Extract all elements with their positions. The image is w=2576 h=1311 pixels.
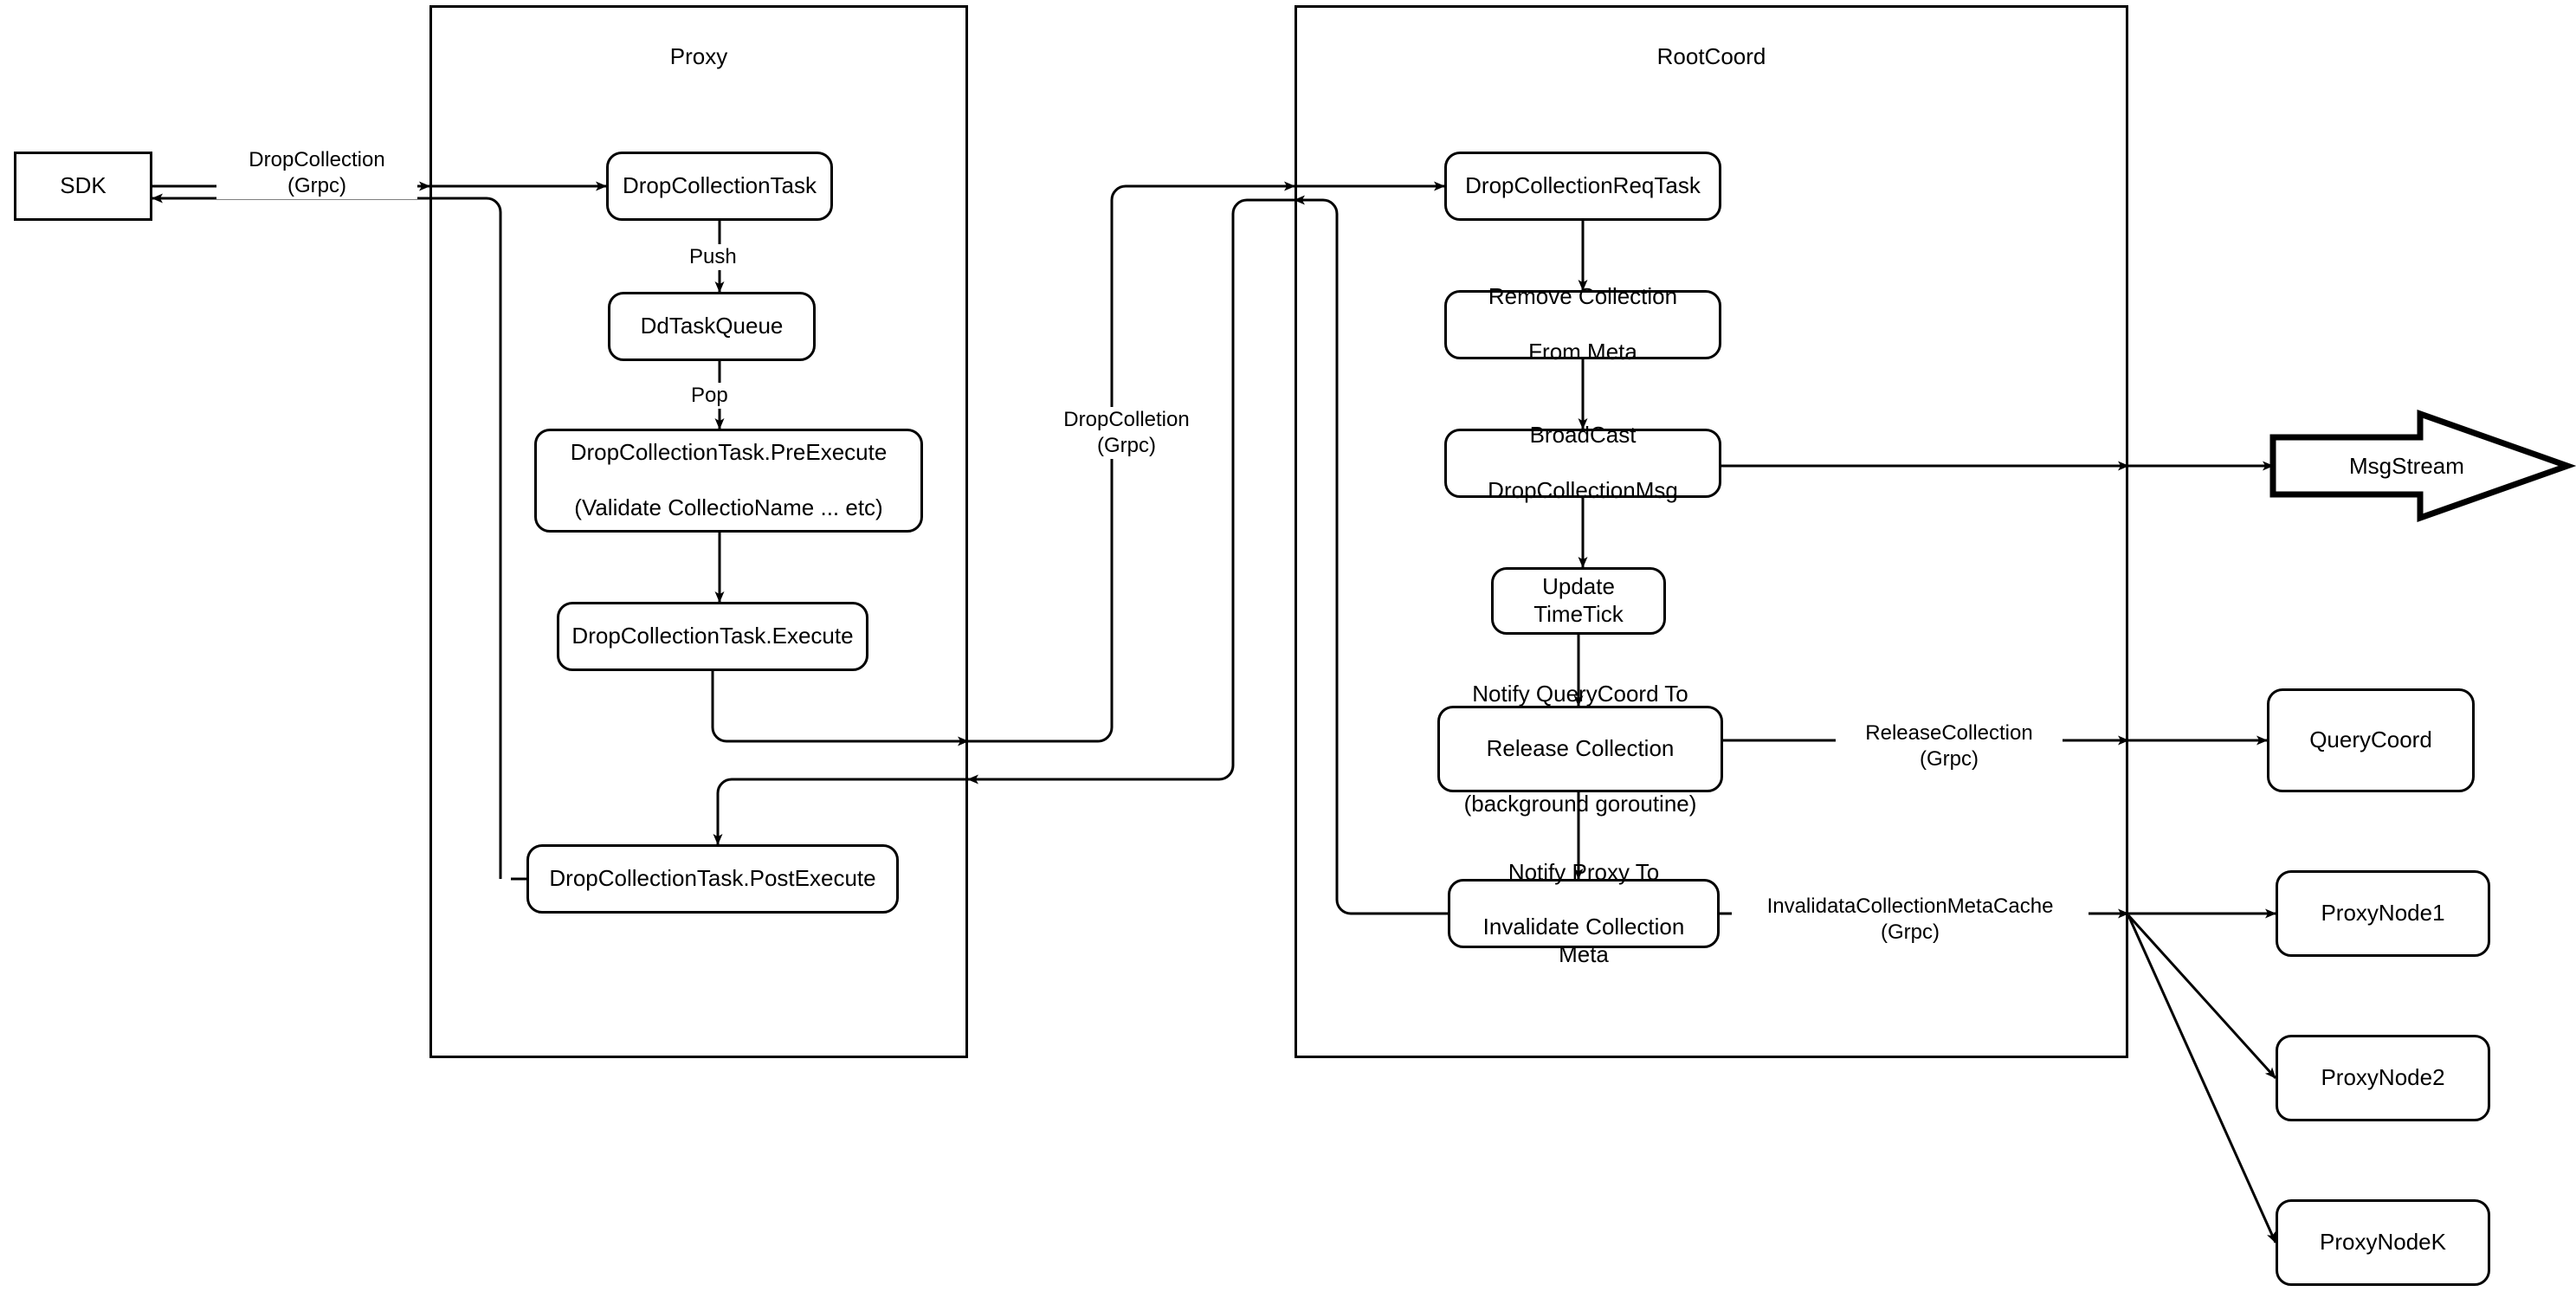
wire-rcedge-to-proxynode2 xyxy=(2127,914,2277,1080)
edge-label-push: Push xyxy=(684,244,742,270)
node-proxynode1[interactable]: ProxyNode1 xyxy=(2276,870,2490,957)
node-execute[interactable]: DropCollectionTask.Execute xyxy=(557,602,868,671)
edge-label-invalidatacollectionmetacache-grpc: InvalidataCollectionMetaCache(Grpc) xyxy=(1732,894,2089,946)
edge-label-pop: Pop xyxy=(686,383,733,409)
container-proxy xyxy=(429,5,968,1058)
node-sdk[interactable]: SDK xyxy=(14,152,152,221)
wire-execute-to-rootcoord-edge xyxy=(968,181,1295,743)
edge-label-dropcollection-grpc: DropCollection(Grpc) xyxy=(216,147,417,199)
container-rootcoord-title: RootCoord xyxy=(1656,43,1766,69)
node-dd-task-queue[interactable]: DdTaskQueue xyxy=(608,292,816,361)
node-update-timetick[interactable]: Update TimeTick xyxy=(1491,567,1666,635)
wire-rcedge-to-proxynodek xyxy=(2127,914,2277,1243)
node-post-execute[interactable]: DropCollectionTask.PostExecute xyxy=(526,844,899,914)
edge-label-dropcolletion-grpc: DropColletion(Grpc) xyxy=(1030,407,1223,459)
node-proxynode2[interactable]: ProxyNode2 xyxy=(2276,1035,2490,1121)
node-proxynodek[interactable]: ProxyNodeK xyxy=(2276,1199,2490,1286)
node-msgstream[interactable]: MsgStream xyxy=(2273,414,2567,518)
msgstream-label: MsgStream xyxy=(2349,452,2464,479)
node-drop-collection-req-task[interactable]: DropCollectionReqTask xyxy=(1444,152,1721,221)
node-drop-collection-task[interactable]: DropCollectionTask xyxy=(606,152,833,221)
node-pre-execute[interactable]: DropCollectionTask.PreExecute(Validate C… xyxy=(534,429,923,533)
edge-label-releasecollection-grpc: ReleaseCollection(Grpc) xyxy=(1836,720,2063,772)
wire-rootcoord-return-mid xyxy=(967,198,1294,785)
container-proxy-title: Proxy xyxy=(669,43,728,69)
node-querycoord[interactable]: QueryCoord xyxy=(2267,688,2475,792)
container-rootcoord xyxy=(1294,5,2128,1058)
